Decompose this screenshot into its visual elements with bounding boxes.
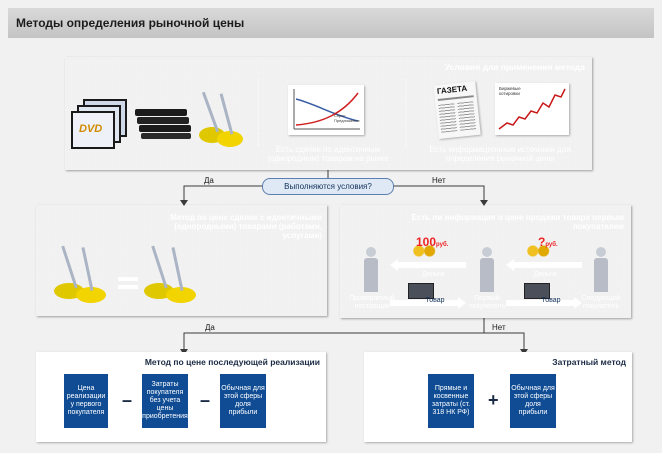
person-next-buyer-label: Следующий покупатель [581,295,621,310]
chart-legend-demand: Предложение [334,118,360,123]
conditions-heading: Условия для применения метода [444,62,585,72]
stock-quotes-line [498,88,566,130]
price-100: 100руб. [416,235,448,249]
price-unknown: ?руб. [538,235,558,249]
person-supplier-icon [364,247,378,293]
chart-legend-supply: Спрос [334,113,346,118]
vacuum-left-illustration [50,243,114,305]
resale-method-heading: Метод по цене последующей реализации [144,357,320,367]
vacuum-cleaners-illustration [193,91,251,151]
condition-identical-deals: Есть сделки по идентичным (однородным) т… [267,145,389,163]
money-arrow-2 [506,259,582,271]
person-first-buyer-label: Первый покупатель [468,295,506,310]
cost-method-panel: Затратный метод Прямые и косвенные затра… [364,352,632,442]
first-buyer-heading: Есть ли информация о цене продажи товара… [411,213,624,231]
dvd-boxes-illustration: DVD [71,99,127,149]
goods-arrow-2 [506,297,582,309]
cost-box-direct-costs: Прямые и косвенные затраты (ст. 318 НК Р… [428,374,474,428]
question-pill: Выполняются условия? [262,178,394,195]
divider-2 [405,79,406,147]
equals-icon [118,277,138,291]
resale-minus-2: – [200,390,211,410]
price-unknown-unit: руб. [545,242,558,248]
cost-method-heading: Затратный метод [552,357,626,367]
money-label-2: Деньги [533,271,557,278]
supply-demand-curves [293,89,360,130]
divider-1 [258,79,259,147]
stock-quotes-chart: Биржевые котировки [495,83,569,135]
resale-box-costs: Затраты покупателя без учета цены приобр… [142,374,188,428]
coins-icon-2 [522,245,558,257]
vacuum-right-illustration [140,243,204,305]
identical-method-heading: Метод по цене сделок с идентичными (одно… [170,213,322,240]
price-unknown-value: ? [538,235,546,249]
dvd-label: DVD [79,123,103,135]
cost-plus: + [488,390,499,410]
goods-label-2: Товар [541,297,561,304]
price-100-value: 100 [416,235,437,249]
first-buyer-panel: Есть ли информация о цене продажи товара… [340,205,631,318]
yes-label: Да [204,176,214,185]
identical-method-panel: Метод по цене сделок с идентичными (одно… [36,205,327,316]
supply-demand-chart: Спрос Предложение [288,85,364,135]
goods-label-1: Товар [425,297,445,304]
condition-info-sources: Есть информационные источники для опреде… [429,145,571,163]
money-label-1: Деньги [421,271,445,278]
no-label: Нет [432,176,446,185]
person-first-buyer-icon [480,247,494,293]
goods-arrow-1 [390,297,466,309]
yes-label-2: Да [205,323,215,332]
conditions-panel: Условия для применения метода DVD Спрос … [65,57,592,170]
resale-method-panel: Метод по цене последующей реализации Цен… [36,352,326,442]
title-bar: Методы определения рыночной цены [8,8,654,38]
page-title: Методы определения рыночной цены [16,16,245,30]
coins-icon-1 [408,245,444,257]
person-supplier-label: Проверяемый поставщик [349,295,395,310]
resale-box-price: Цена реализации у первого покупателя [64,374,108,428]
price-100-unit: руб. [436,242,449,248]
dvd-players-illustration [135,109,193,139]
money-arrow-1 [390,259,466,271]
cost-box-profit: Обычная для этой сферы доля прибыли [510,374,556,428]
goods-box-icon-2 [524,283,550,299]
person-next-buyer-icon [594,247,608,293]
resale-box-profit: Обычная для этой сферы доля прибыли [220,374,266,428]
resale-minus-1: – [122,390,133,410]
goods-box-icon-1 [408,283,434,299]
stock-quotes-label: Биржевые котировки [499,86,521,96]
no-label-2: Нет [492,323,506,332]
